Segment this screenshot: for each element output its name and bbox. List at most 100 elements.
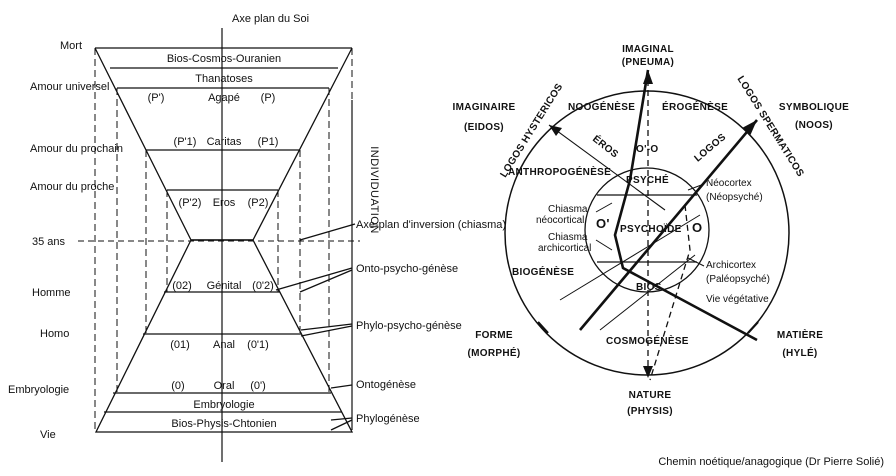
- tick-forme: [537, 321, 549, 334]
- level-oral: Oral: [214, 380, 235, 392]
- level-bios-cosmos: Bios-Cosmos-Ouranien: [167, 53, 281, 65]
- label-vie-vegetative: Vie végétative: [706, 294, 769, 305]
- pair-eros-left: (P'2): [179, 197, 202, 209]
- thick-path-right: [579, 119, 758, 331]
- thin-eros-line: [548, 124, 666, 211]
- level-anal: Anal: [213, 339, 235, 351]
- label-chiasma-archi-2: archicortical: [538, 243, 591, 254]
- level-embryologie: Embryologie: [193, 399, 254, 411]
- label-physis: (PHYSIS): [627, 406, 673, 417]
- label-phylogenese: Phylogénèse: [356, 413, 420, 425]
- level-caritas: Caritas: [207, 136, 242, 148]
- label-anthropogenese: ANTHROPOGÉNÈSE: [508, 165, 611, 178]
- ptr-chiasma-archi: [595, 239, 613, 251]
- label-forme: FORME: [475, 330, 513, 341]
- pair-genital-right: (0'2): [252, 280, 274, 292]
- label-phylo-psycho: Phylo-psycho-génèse: [356, 320, 462, 332]
- ptr-neocortex: [687, 183, 705, 191]
- pair-caritas-left: (P'1): [174, 136, 197, 148]
- tick-matiere: [747, 321, 759, 334]
- pair-oral-right: (0'): [250, 380, 266, 392]
- label-embryologie-side: Embryologie: [8, 384, 69, 396]
- label-35-ans: 35 ans: [32, 236, 66, 248]
- label-inversion: Axe-plan d'inversion (chiasma): [356, 219, 506, 231]
- pair-eros-right: (P2): [248, 197, 269, 209]
- label-o: O: [692, 220, 702, 235]
- label-neopsyche: (Néopsyché): [706, 192, 763, 203]
- label-imaginal: IMAGINAL: [622, 44, 674, 55]
- label-amour-universel: Amour universel: [30, 81, 109, 93]
- label-hyle: (HYLÉ): [782, 346, 817, 359]
- label-nature: NATURE: [629, 390, 672, 401]
- ptr-onto1: [275, 267, 353, 291]
- label-vie: Vie: [40, 429, 56, 441]
- label-symbolique: SYMBOLIQUE: [779, 102, 849, 113]
- thick-path-left: [613, 69, 758, 342]
- axis-title: Axe plan du Soi: [232, 13, 309, 25]
- label-erogenese: ÉROGÉNÈSE: [662, 100, 728, 113]
- label-noos: (NOOS): [795, 120, 833, 131]
- pair-anal-right: (0'1): [247, 339, 269, 351]
- right-inner-labels: NOOGÉNÈSE ÉROGÉNÈSE ÉROS O'-O ANTHROPOGÉ…: [508, 100, 770, 347]
- label-neocortex: Néocortex: [706, 178, 752, 189]
- arrow-upper-right: [742, 120, 757, 136]
- label-bios: BIOS: [636, 282, 662, 293]
- label-pneuma: (PNEUMA): [622, 57, 674, 68]
- label-homme: Homme: [32, 287, 71, 299]
- ptr-archicortex: [687, 257, 705, 267]
- level-agape: Agapé: [208, 92, 240, 104]
- right-pointer-lines: [595, 183, 705, 267]
- label-amour-prochain: Amour du prochain: [30, 143, 123, 155]
- arrow-bottom: [643, 366, 653, 378]
- level-genital: Génital: [207, 280, 242, 292]
- figure-caption: Chemin noétique/anagogique (Dr Pierre So…: [658, 456, 884, 468]
- label-psychoide: PSYCHOÏDE: [620, 222, 682, 235]
- label-eros: ÉROS: [590, 132, 621, 160]
- label-paleopsyche: (Paléopsyché): [706, 274, 770, 285]
- thin-line-a: [559, 214, 701, 301]
- left-level-labels: Axe plan du Soi Bios-Cosmos-Ouranien Tha…: [167, 13, 309, 430]
- ptr-ontogenese: [330, 384, 353, 389]
- dashed-path-2: [649, 204, 691, 381]
- level-thanatoses: Thanatoses: [195, 73, 253, 85]
- label-imaginaire: IMAGINAIRE: [453, 102, 516, 113]
- label-o-o: O'-O: [636, 144, 658, 155]
- label-morphe: (MORPHÉ): [468, 346, 521, 359]
- label-amour-proche: Amour du proche: [30, 181, 114, 193]
- label-onto-psycho: Onto-psycho-génèse: [356, 263, 458, 275]
- label-mort: Mort: [60, 40, 82, 52]
- label-eidos: (EIDOS): [464, 122, 504, 133]
- inner-circle: [584, 167, 710, 293]
- label-chiasma-neo-2: néocortical: [536, 215, 584, 226]
- label-ontogenese: Ontogénèse: [356, 379, 416, 391]
- label-homo: Homo: [40, 328, 69, 340]
- left-right-labels: Axe-plan d'inversion (chiasma) Onto-psyc…: [356, 219, 506, 425]
- level-eros: Eros: [213, 197, 236, 209]
- arrow-upper-left: [549, 125, 562, 136]
- ptr-inversion: [299, 223, 356, 241]
- pair-agape-right: (P): [261, 92, 276, 104]
- ptr-chiasma-neo: [595, 202, 613, 213]
- label-biogenese: BIOGÉNÈSE: [512, 265, 574, 278]
- level-bios-physis: Bios-Physis-Chtonien: [171, 418, 276, 430]
- left-diagram: [78, 28, 360, 462]
- pair-oral-left: (0): [171, 380, 184, 392]
- label-archicortex: Archicortex: [706, 260, 756, 271]
- pair-labels: (P') (P) (P'1) (P1) (P'2) (P2) (02) (0'2…: [148, 92, 279, 392]
- label-o-prime: O': [596, 216, 610, 231]
- thin-line-b: [599, 254, 696, 331]
- pair-caritas-right: (P1): [258, 136, 279, 148]
- ptr-phylogenese1: [330, 417, 353, 421]
- ptr-phylo2: [300, 325, 353, 337]
- pair-agape-left: (P'): [148, 92, 165, 104]
- pair-anal-left: (01): [170, 339, 190, 351]
- right-cardinal-labels: IMAGINAL (PNEUMA) NATURE (PHYSIS) FORME …: [453, 44, 849, 417]
- label-cosmogenese: COSMOGÉNÈSE: [606, 334, 689, 347]
- arrow-top: [643, 70, 653, 84]
- label-chiasma-neo-1: Chiasma: [548, 204, 588, 215]
- label-matiere: MATIÈRE: [777, 328, 823, 341]
- label-noogenese: NOOGÉNÈSE: [568, 100, 635, 113]
- label-chiasma-archi-1: Chiasma: [548, 232, 588, 243]
- ptr-phylogenese2: [330, 419, 353, 431]
